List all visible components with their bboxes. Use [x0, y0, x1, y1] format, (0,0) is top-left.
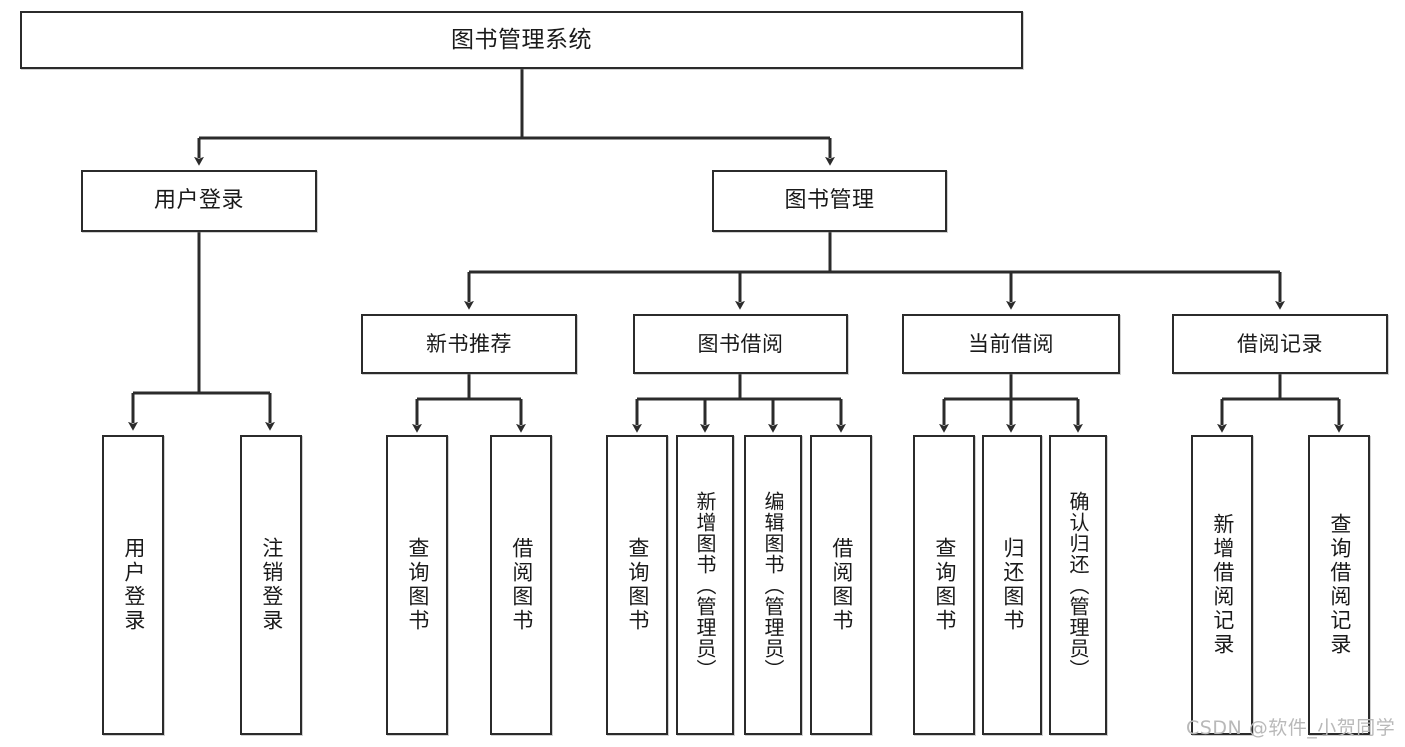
node-current-borrow[interactable]: 当前借阅 — [902, 314, 1120, 374]
node-user-login-label: 用户登录 — [153, 188, 244, 214]
leaf-user-login[interactable]: 用户登录 — [102, 435, 164, 735]
node-user-login[interactable]: 用户登录 — [81, 170, 317, 232]
node-root-label: 图书管理系统 — [451, 26, 592, 53]
leaf-query-book-1-label: 查询图书 — [405, 537, 430, 633]
node-new-book-recommend-label: 新书推荐 — [426, 331, 512, 356]
leaf-query-book-2[interactable]: 查询图书 — [606, 435, 668, 735]
leaf-query-borrow-record[interactable]: 查询借阅记录 — [1308, 435, 1370, 735]
leaf-edit-book-admin-label: 编辑图书（管理员） — [761, 490, 785, 680]
leaf-borrow-book-1-label: 借阅图书 — [509, 537, 534, 633]
leaf-add-book-admin-label: 新增图书（管理员） — [693, 490, 717, 680]
node-new-book-recommend[interactable]: 新书推荐 — [361, 314, 577, 374]
node-root[interactable]: 图书管理系统 — [20, 11, 1023, 69]
leaf-confirm-return-admin-label: 确认归还（管理员） — [1066, 490, 1090, 680]
node-borrow-record-label: 借阅记录 — [1237, 331, 1323, 356]
leaf-logout-login[interactable]: 注销登录 — [240, 435, 302, 735]
leaf-add-borrow-record[interactable]: 新增借阅记录 — [1191, 435, 1253, 735]
leaf-query-borrow-record-label: 查询借阅记录 — [1327, 513, 1352, 657]
leaf-query-book-3-label: 查询图书 — [932, 537, 957, 633]
node-book-borrow[interactable]: 图书借阅 — [633, 314, 848, 374]
node-book-borrow-label: 图书借阅 — [697, 331, 784, 356]
node-borrow-record[interactable]: 借阅记录 — [1172, 314, 1388, 374]
csdn-watermark: CSDN @软件_小贺同学 — [1186, 717, 1396, 739]
leaf-borrow-book-2-label: 借阅图书 — [829, 537, 854, 633]
leaf-query-book-1[interactable]: 查询图书 — [386, 435, 448, 735]
leaf-edit-book-admin[interactable]: 编辑图书（管理员） — [744, 435, 802, 735]
leaf-borrow-book-1[interactable]: 借阅图书 — [490, 435, 552, 735]
leaf-query-book-3[interactable]: 查询图书 — [913, 435, 975, 735]
leaf-add-borrow-record-label: 新增借阅记录 — [1210, 513, 1235, 657]
leaf-query-book-2-label: 查询图书 — [625, 537, 650, 633]
node-current-borrow-label: 当前借阅 — [968, 331, 1054, 356]
leaf-logout-login-label: 注销登录 — [259, 537, 284, 633]
leaf-confirm-return-admin[interactable]: 确认归还（管理员） — [1049, 435, 1107, 735]
node-book-management[interactable]: 图书管理 — [712, 170, 947, 232]
leaf-return-book-label: 归还图书 — [1000, 537, 1025, 633]
leaf-add-book-admin[interactable]: 新增图书（管理员） — [676, 435, 734, 735]
node-book-management-label: 图书管理 — [784, 188, 875, 214]
leaf-borrow-book-2[interactable]: 借阅图书 — [810, 435, 872, 735]
leaf-user-login-label: 用户登录 — [121, 537, 146, 633]
leaf-return-book[interactable]: 归还图书 — [982, 435, 1042, 735]
